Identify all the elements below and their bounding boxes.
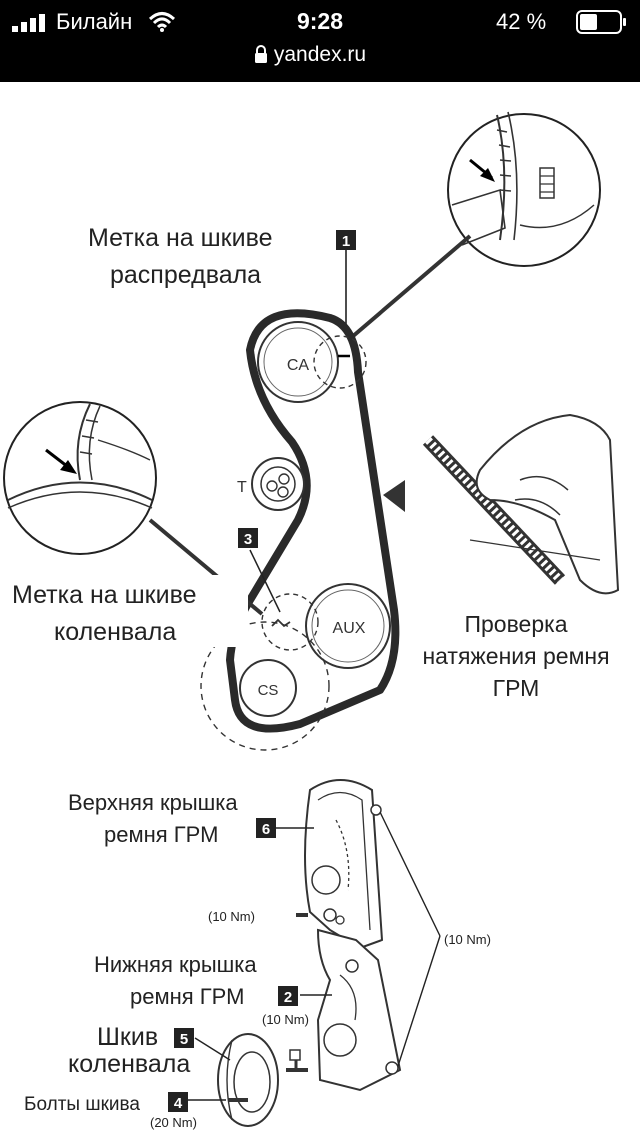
camshaft-pulley: CA [257, 321, 339, 403]
camshaft-pulley-label: CA [287, 357, 310, 374]
rotation-direction-arrow [383, 480, 405, 512]
torque-label-bolts: (20 Nm) [150, 1115, 197, 1130]
crank-pulley-label-line2: коленвала [68, 1050, 190, 1078]
cam-mark-detail-inset [447, 111, 601, 267]
belt-tension-check-illustration [422, 413, 620, 595]
timing-belt [226, 309, 400, 733]
crank-mark-callout: Метка на шкиве коленвала [8, 575, 248, 647]
crank-mark-detail-inset [3, 401, 157, 555]
callout-number-5: 5 [180, 1031, 188, 1048]
callout-number-6: 6 [262, 821, 270, 838]
torque-label-upper-left: (10 Nm) [208, 909, 255, 924]
signal-strength-icon [12, 14, 45, 32]
upper-cover-label-line1: Верхняя крышка [68, 790, 238, 815]
battery-icon [576, 10, 626, 34]
crankshaft-pulley-part [217, 1033, 279, 1127]
wifi-icon [148, 12, 176, 32]
tension-check-callout: Проверка натяжения ремня ГРМ [422, 611, 609, 701]
lower-cover-label-line2: ремня ГРМ [130, 984, 244, 1009]
status-bar: Билайн 9:28 42 % yandex.ru [0, 0, 640, 82]
crank-pulley-label-line1: Шкив [97, 1023, 158, 1051]
tensioner-pulley-label: T [237, 479, 247, 496]
upper-timing-cover [304, 779, 384, 950]
clock: 9:28 [296, 8, 344, 34]
cam-mark-label-line1: Метка на шкиве [88, 224, 273, 252]
callout-number-2: 2 [284, 989, 292, 1006]
crankshaft-pulley: CS [239, 659, 297, 717]
carrier-name: Билайн [56, 9, 133, 34]
tensioner-pulley: T [237, 457, 305, 511]
callout-number-3: 3 [244, 531, 252, 548]
leader-lines [188, 811, 441, 1101]
auxiliary-pulley: AUX [305, 583, 391, 669]
battery-percent: 42 % [496, 9, 547, 34]
auxiliary-pulley-label: AUX [333, 620, 366, 637]
torque-label-right: (10 Nm) [444, 932, 491, 947]
crankshaft-pulley-label: CS [258, 682, 279, 699]
crank-pulley-callout: Шкив коленвала 5 [68, 1023, 194, 1078]
tension-check-label-line3: ГРМ [493, 675, 540, 701]
callout-number-4: 4 [174, 1095, 183, 1112]
crank-mark-label-line2: коленвала [54, 618, 176, 646]
lower-cover-label-line1: Нижняя крышка [94, 952, 257, 977]
url-bar[interactable]: yandex.ru [273, 43, 367, 66]
tension-check-label-line2: натяжения ремня [422, 643, 609, 669]
lock-icon [255, 45, 267, 63]
timing-belt-diagram: Метка на шкиве распредвала 1 CA T 3 AUX [0, 82, 640, 1136]
torque-label-lower-middle: (10 Nm) [262, 1012, 309, 1027]
cam-mark-callout: Метка на шкиве распредвала 1 [88, 224, 472, 339]
bolts [228, 913, 308, 1102]
pulley-bolts-label: Болты шкива [24, 1094, 140, 1115]
lower-timing-cover [316, 928, 402, 1092]
upper-cover-callout: Верхняя крышка ремня ГРМ 6 [68, 790, 276, 847]
callout-number-1: 1 [342, 233, 350, 250]
pulley-bolts-callout: Болты шкива 4 [24, 1092, 188, 1115]
cam-mark-label-line2: распредвала [110, 261, 261, 289]
upper-cover-label-line2: ремня ГРМ [104, 822, 218, 847]
tension-check-label-line1: Проверка [464, 611, 567, 637]
lower-cover-callout: Нижняя крышка ремня ГРМ 2 [94, 952, 298, 1009]
crank-mark-label-line1: Метка на шкиве [12, 581, 197, 609]
